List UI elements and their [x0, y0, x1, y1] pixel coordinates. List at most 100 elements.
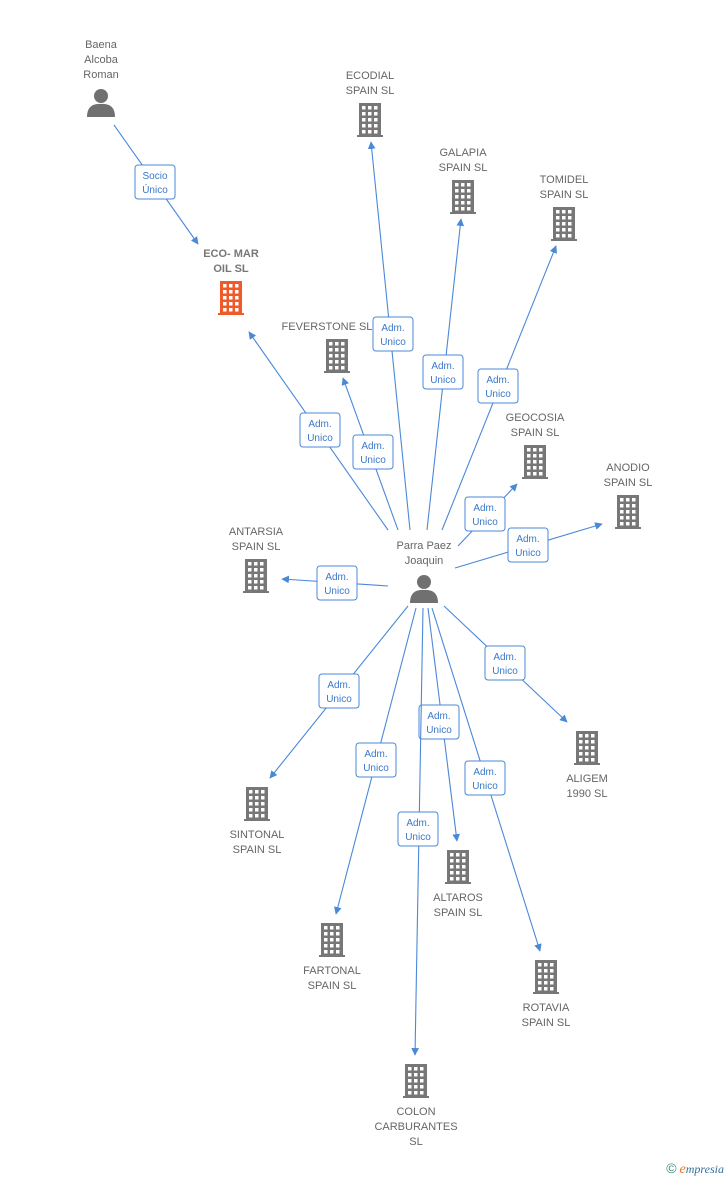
node-geocosia[interactable]: GEOCOSIA SPAIN SL	[506, 412, 565, 479]
relation-label[interactable]: Adm.Unico	[464, 496, 506, 532]
building-icon	[244, 787, 270, 821]
relation-label-line: Unico	[430, 375, 456, 386]
node-label: Roman	[83, 69, 118, 81]
node-label: ANTARSIA	[229, 526, 284, 538]
relation-label-box	[134, 164, 176, 200]
relation-label-box	[316, 565, 358, 601]
relation-label-line: Adm.	[473, 767, 496, 778]
building-icon	[324, 339, 350, 373]
relation-label[interactable]: Adm.Unico	[352, 434, 394, 470]
relation-label-line: Adm.	[431, 361, 454, 372]
node-antarsia[interactable]: ANTARSIA SPAIN SL	[229, 526, 284, 593]
person-icon	[410, 575, 438, 603]
relation-label-box	[352, 434, 394, 470]
relation-label[interactable]: Adm.Unico	[372, 316, 414, 352]
relation-label-box	[422, 354, 464, 390]
relation-label-line: Unico	[360, 455, 386, 466]
relation-label-line: Unico	[515, 548, 541, 559]
brand-footer: ©empresia	[666, 1160, 724, 1178]
relation-label[interactable]: Adm.Unico	[355, 742, 397, 778]
relation-label-line: Adm.	[381, 323, 404, 334]
building-icon	[551, 207, 577, 241]
relation-label-box	[355, 742, 397, 778]
relation-label-box	[464, 760, 506, 796]
relation-label[interactable]: Adm.Unico	[464, 760, 506, 796]
relation-label-box	[484, 645, 526, 681]
node-label: SPAIN SL	[308, 980, 357, 992]
node-label: Baena	[85, 39, 118, 51]
relation-label[interactable]: Adm.Unico	[318, 673, 360, 709]
node-label: GEOCOSIA	[506, 412, 565, 424]
node-label: SL	[409, 1136, 422, 1148]
relation-label-line: Unico	[324, 586, 350, 597]
node-anodio[interactable]: ANODIO SPAIN SL	[604, 462, 653, 529]
relation-label-box	[477, 368, 519, 404]
relation-label-line: Adm.	[427, 711, 450, 722]
edge-parra-antarsia: Adm.Unico	[281, 565, 389, 601]
relation-label[interactable]: Adm.Unico	[477, 368, 519, 404]
relation-label-line: Unico	[326, 694, 352, 705]
node-label: SPAIN SL	[439, 162, 488, 174]
building-icon	[218, 281, 244, 315]
edge-parra-altaros: Adm.Unico	[418, 607, 460, 842]
relation-label-box	[507, 527, 549, 563]
node-label: SINTONAL	[230, 829, 285, 841]
building-icon	[357, 103, 383, 137]
node-label: SPAIN SL	[511, 427, 560, 439]
node-label: Parra Paez	[396, 540, 451, 552]
node-label: ECODIAL	[346, 70, 394, 82]
edge-parra-feverstone: Adm.Unico	[341, 377, 399, 531]
relation-label[interactable]: Adm.Unico	[418, 704, 460, 740]
node-label: SPAIN SL	[346, 85, 395, 97]
edge-parra-tomidel: Adm.Unico	[441, 245, 557, 531]
node-label: ANODIO	[606, 462, 650, 474]
copyright-symbol: ©	[666, 1160, 677, 1176]
node-feverstone[interactable]: FEVERSTONE SL	[282, 321, 373, 373]
node-ecodial[interactable]: ECODIAL SPAIN SL	[346, 70, 395, 137]
node-label: OIL SL	[213, 263, 249, 275]
node-label: SPAIN SL	[232, 541, 281, 553]
node-label: ALTAROS	[433, 892, 483, 904]
edge-parra-colon: Adm. Unico	[397, 607, 439, 1056]
relation-label-line: Unico	[472, 517, 498, 528]
relation-label[interactable]: Adm. Unico	[422, 354, 464, 390]
node-label: ECO- MAR	[203, 248, 259, 260]
edge-parra-ecodial: Adm.Unico	[367, 141, 414, 531]
node-ecomar[interactable]: ECO- MAR OIL SL	[203, 248, 259, 315]
building-icon	[450, 180, 476, 214]
relation-label[interactable]: Adm.Unico	[299, 412, 341, 448]
node-label: ALIGEM	[566, 773, 608, 785]
node-label: SPAIN SL	[604, 477, 653, 489]
relation-label-line: Adm.	[308, 419, 331, 430]
relation-label-line: Adm.	[406, 818, 429, 829]
relation-label-box	[318, 673, 360, 709]
edge-parra-anodio: Adm.Unico	[454, 522, 603, 569]
relation-label-line: Unico	[405, 832, 431, 843]
relation-label[interactable]: Adm. Unico	[397, 811, 439, 847]
relation-label-line: Unico	[485, 389, 511, 400]
node-label: Joaquin	[405, 555, 444, 567]
building-icon	[533, 960, 559, 994]
relation-label[interactable]: Adm.Unico	[316, 565, 358, 601]
relation-label-box	[418, 704, 460, 740]
edge-parra-galapia: Adm. Unico	[422, 218, 465, 531]
building-icon	[319, 923, 345, 957]
relation-label-line: Adm.	[364, 749, 387, 760]
relation-label-line: Único	[142, 183, 168, 196]
node-label: Alcoba	[84, 54, 119, 66]
edge-parra-aligem: Adm.Unico	[443, 605, 568, 723]
relation-label[interactable]: Adm.Unico	[507, 527, 549, 563]
relation-label[interactable]: Adm.Unico	[484, 645, 526, 681]
